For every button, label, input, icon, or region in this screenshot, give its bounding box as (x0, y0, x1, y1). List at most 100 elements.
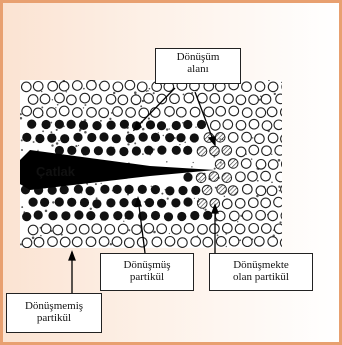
transforming-particle-label: Dönüşmekte olan partikül (209, 253, 313, 291)
black-dot-particle (35, 134, 44, 143)
open-circle-particle (274, 120, 284, 130)
black-dot-particle (74, 210, 83, 219)
matrix-speckle (169, 233, 170, 234)
matrix-speckle (278, 186, 280, 188)
open-circle-particle (125, 238, 135, 248)
open-circle-particle (268, 237, 278, 247)
transformation-zone-label: Dönüşüm alanı (155, 48, 241, 84)
black-dot-particle (183, 146, 192, 155)
open-circle-particle (28, 225, 38, 235)
open-circle-particle (256, 211, 266, 221)
open-circle-particle (177, 107, 187, 117)
matrix-speckle (101, 183, 102, 184)
black-dot-particle (157, 199, 166, 208)
matrix-speckle (41, 91, 42, 92)
open-circle-particle (236, 121, 246, 131)
open-circle-particle (184, 93, 194, 103)
open-circle-particle (165, 237, 175, 247)
matrix-speckle (268, 79, 270, 81)
matrix-speckle (168, 128, 169, 129)
open-circle-particle (254, 237, 264, 247)
matrix-speckle (279, 221, 281, 223)
matrix-speckle (20, 113, 22, 115)
open-circle-particle (28, 95, 38, 105)
open-circle-particle (276, 172, 286, 182)
matrix-speckle (51, 144, 53, 146)
transformation-zone-label-line1: Dönüşüm (159, 51, 237, 63)
open-circle-particle (241, 159, 251, 169)
open-circle-particle (170, 94, 180, 104)
matrix-speckle (21, 206, 23, 208)
open-circle-particle (242, 82, 252, 92)
open-circle-particle (249, 224, 259, 234)
open-circle-particle (87, 80, 97, 90)
open-circle-particle (172, 225, 182, 235)
black-dot-particle (139, 133, 148, 142)
open-circle-particle (67, 224, 77, 234)
open-circle-particle (282, 82, 292, 92)
matrix-speckle (281, 82, 282, 83)
open-circle-particle (190, 107, 200, 117)
black-dot-particle (67, 120, 76, 129)
matrix-speckle (184, 141, 186, 143)
matrix-speckle (45, 210, 48, 213)
hatched-particle (222, 173, 232, 183)
open-circle-particle (282, 159, 292, 169)
open-circle-particle (178, 238, 188, 248)
black-dot-particle (165, 186, 174, 195)
black-dot-particle (81, 146, 90, 155)
open-circle-particle (281, 134, 291, 144)
open-circle-particle (276, 94, 286, 104)
black-dot-particle (145, 198, 154, 207)
open-circle-particle (40, 94, 50, 104)
open-circle-particle (86, 237, 96, 247)
matrix-speckle (79, 130, 81, 132)
hatched-particle (215, 160, 225, 170)
matrix-speckle (37, 150, 38, 151)
black-dot-particle (112, 134, 121, 143)
matrix-speckle (50, 122, 52, 124)
open-circle-particle (262, 146, 272, 156)
open-circle-particle (100, 81, 110, 91)
open-circle-particle (268, 160, 278, 170)
matrix-speckle (161, 193, 163, 195)
open-circle-particle (118, 95, 128, 105)
open-circle-particle (92, 94, 102, 104)
matrix-speckle (153, 231, 156, 234)
open-circle-particle (222, 199, 232, 209)
black-dot-particle (61, 211, 70, 220)
open-circle-particle (191, 237, 201, 247)
black-dot-particle (22, 212, 31, 221)
black-dot-particle (94, 146, 103, 155)
matrix-speckle (271, 181, 273, 183)
matrix-speckle (163, 135, 164, 136)
transformed-particle-label: Dönüşmüş partikül (100, 253, 194, 291)
matrix-speckle (66, 91, 67, 92)
matrix-speckle (83, 107, 84, 108)
open-circle-particle (73, 81, 83, 91)
open-circle-particle (113, 107, 123, 117)
open-circle-particle (249, 198, 259, 208)
open-circle-particle (230, 211, 240, 221)
matrix-speckle (90, 208, 92, 210)
black-dot-particle (106, 147, 115, 156)
open-circle-particle (280, 238, 290, 248)
black-dot-particle (157, 146, 166, 155)
black-dot-particle (74, 185, 83, 194)
black-dot-particle (172, 121, 181, 130)
open-circle-particle (131, 95, 141, 105)
black-dot-particle (42, 120, 51, 129)
open-circle-particle (22, 82, 32, 92)
black-dot-particle (183, 197, 192, 206)
matrix-speckle (127, 131, 129, 133)
matrix-speckle (83, 88, 85, 90)
matrix-speckle (40, 235, 42, 237)
transformed-particle-label-line1: Dönüşmüş (104, 259, 190, 271)
black-dot-particle (119, 198, 128, 207)
matrix-speckle (271, 154, 272, 155)
matrix-speckle (191, 166, 192, 167)
matrix-speckle (32, 237, 35, 240)
open-circle-particle (281, 211, 291, 221)
matrix-speckle (237, 221, 238, 222)
black-dot-particle (165, 133, 174, 142)
